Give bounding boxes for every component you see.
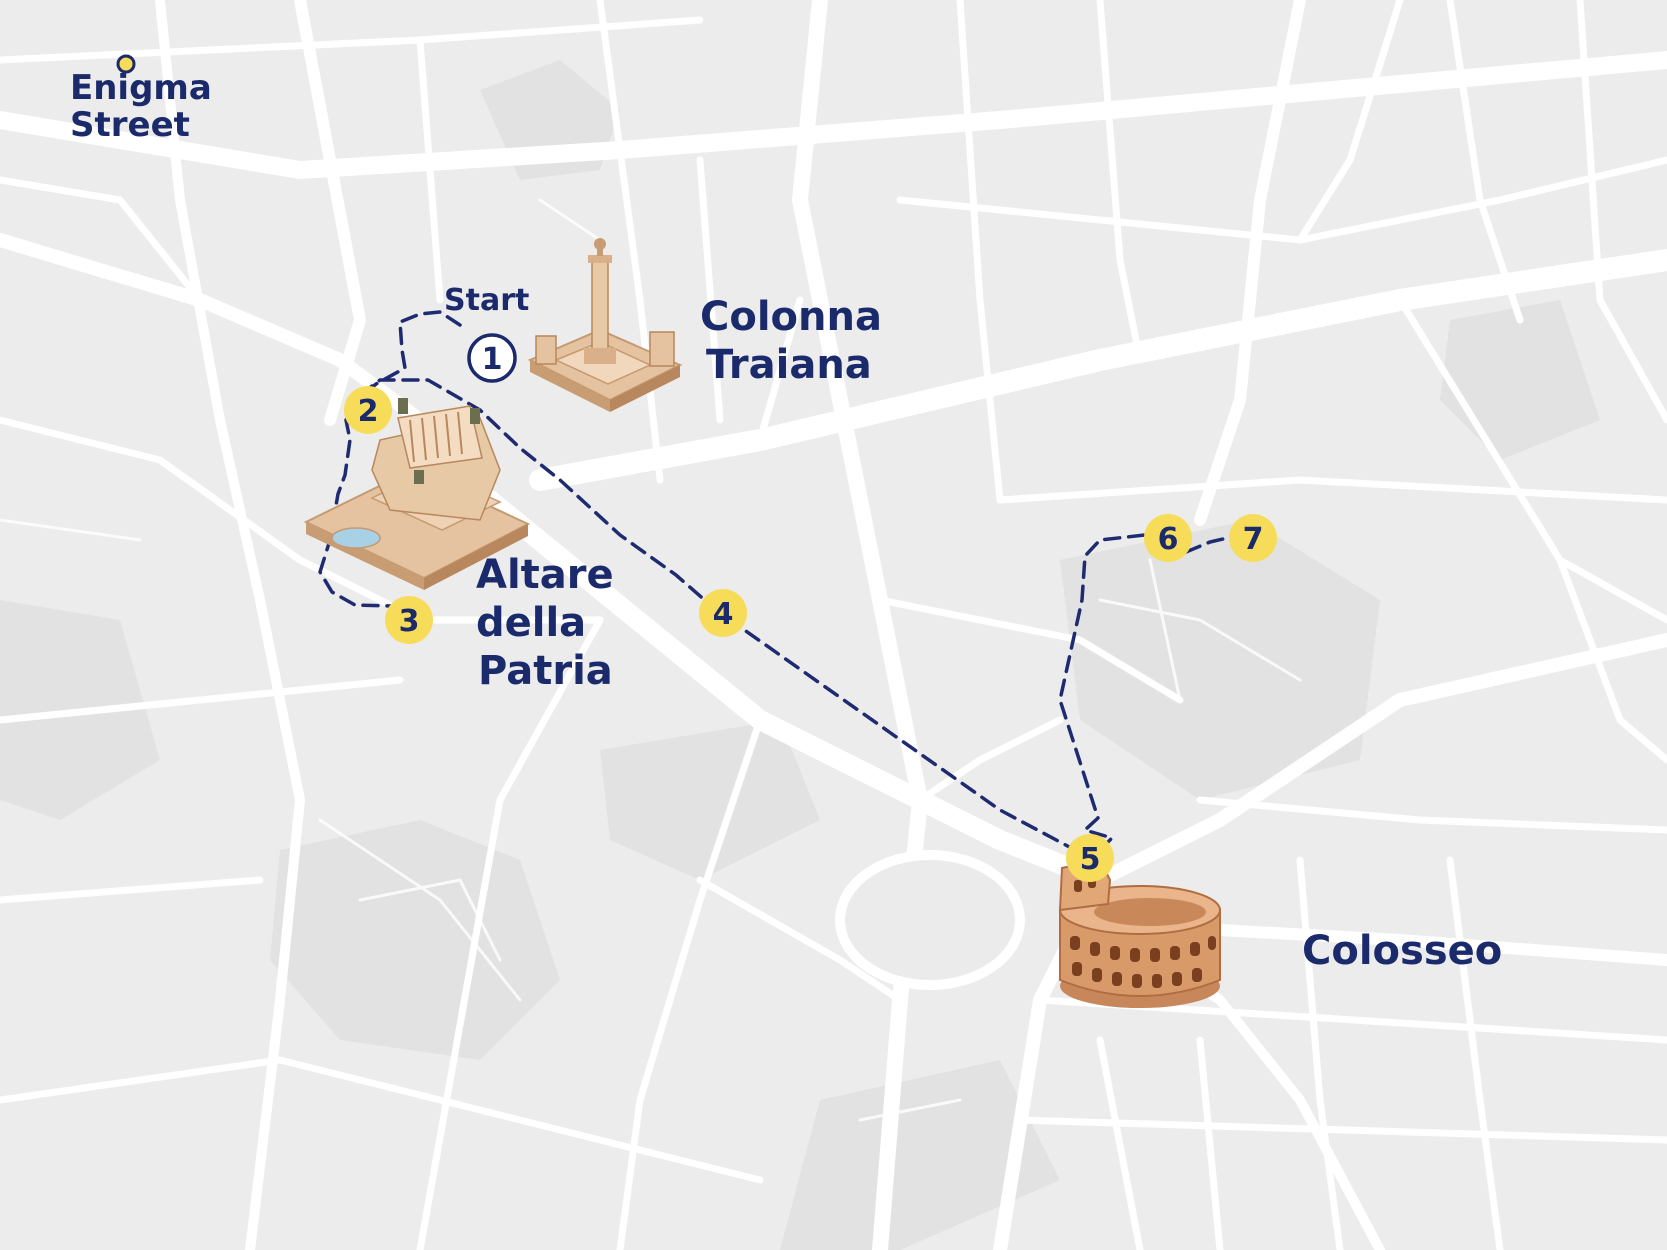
landmark-label-colosseo: Colosseo [1302,928,1502,974]
stop-number: 5 [1080,842,1101,877]
stop-number: 2 [358,394,379,429]
stop-number: 4 [713,597,734,632]
landmark-label-line: Colosseo [1302,928,1502,974]
landmark-label-line: Traiana [706,342,872,388]
enigma-street-logo: Enigma Street [70,54,212,145]
logo-dot-icon [116,54,136,74]
vittoriano-monument-icon[interactable] [303,398,531,590]
stop-number: 1 [482,342,503,377]
stop-number: 3 [399,604,420,639]
stop-number: 7 [1243,522,1264,557]
stop-marker-2[interactable]: 2 [344,386,392,434]
stop-marker-4[interactable]: 4 [699,589,747,637]
column-monument-icon[interactable] [527,238,683,412]
landmark-label-altare-della-patria: Altare della Patria [476,552,614,694]
landmark-label-line: Colonna [700,294,882,340]
stop-marker-5[interactable]: 5 [1066,834,1114,882]
stop-number: 6 [1158,522,1179,557]
stop-marker-3[interactable]: 3 [385,596,433,644]
landmark-label-line: Patria [478,648,613,694]
stop-marker-7[interactable]: 7 [1229,514,1277,562]
stop-marker-1[interactable]: 1 [467,333,517,383]
logo-line-1: Enigma [70,68,212,108]
logo-line-2: Street [70,105,190,145]
landmark-label-colonna-traiana: Colonna Traiana [700,294,882,388]
colosseum-icon[interactable] [1058,858,1221,1008]
landmark-label-line: Altare [476,552,614,598]
start-label: Start [444,283,529,318]
stop-marker-6[interactable]: 6 [1144,514,1192,562]
landmark-label-line: della [476,600,586,646]
